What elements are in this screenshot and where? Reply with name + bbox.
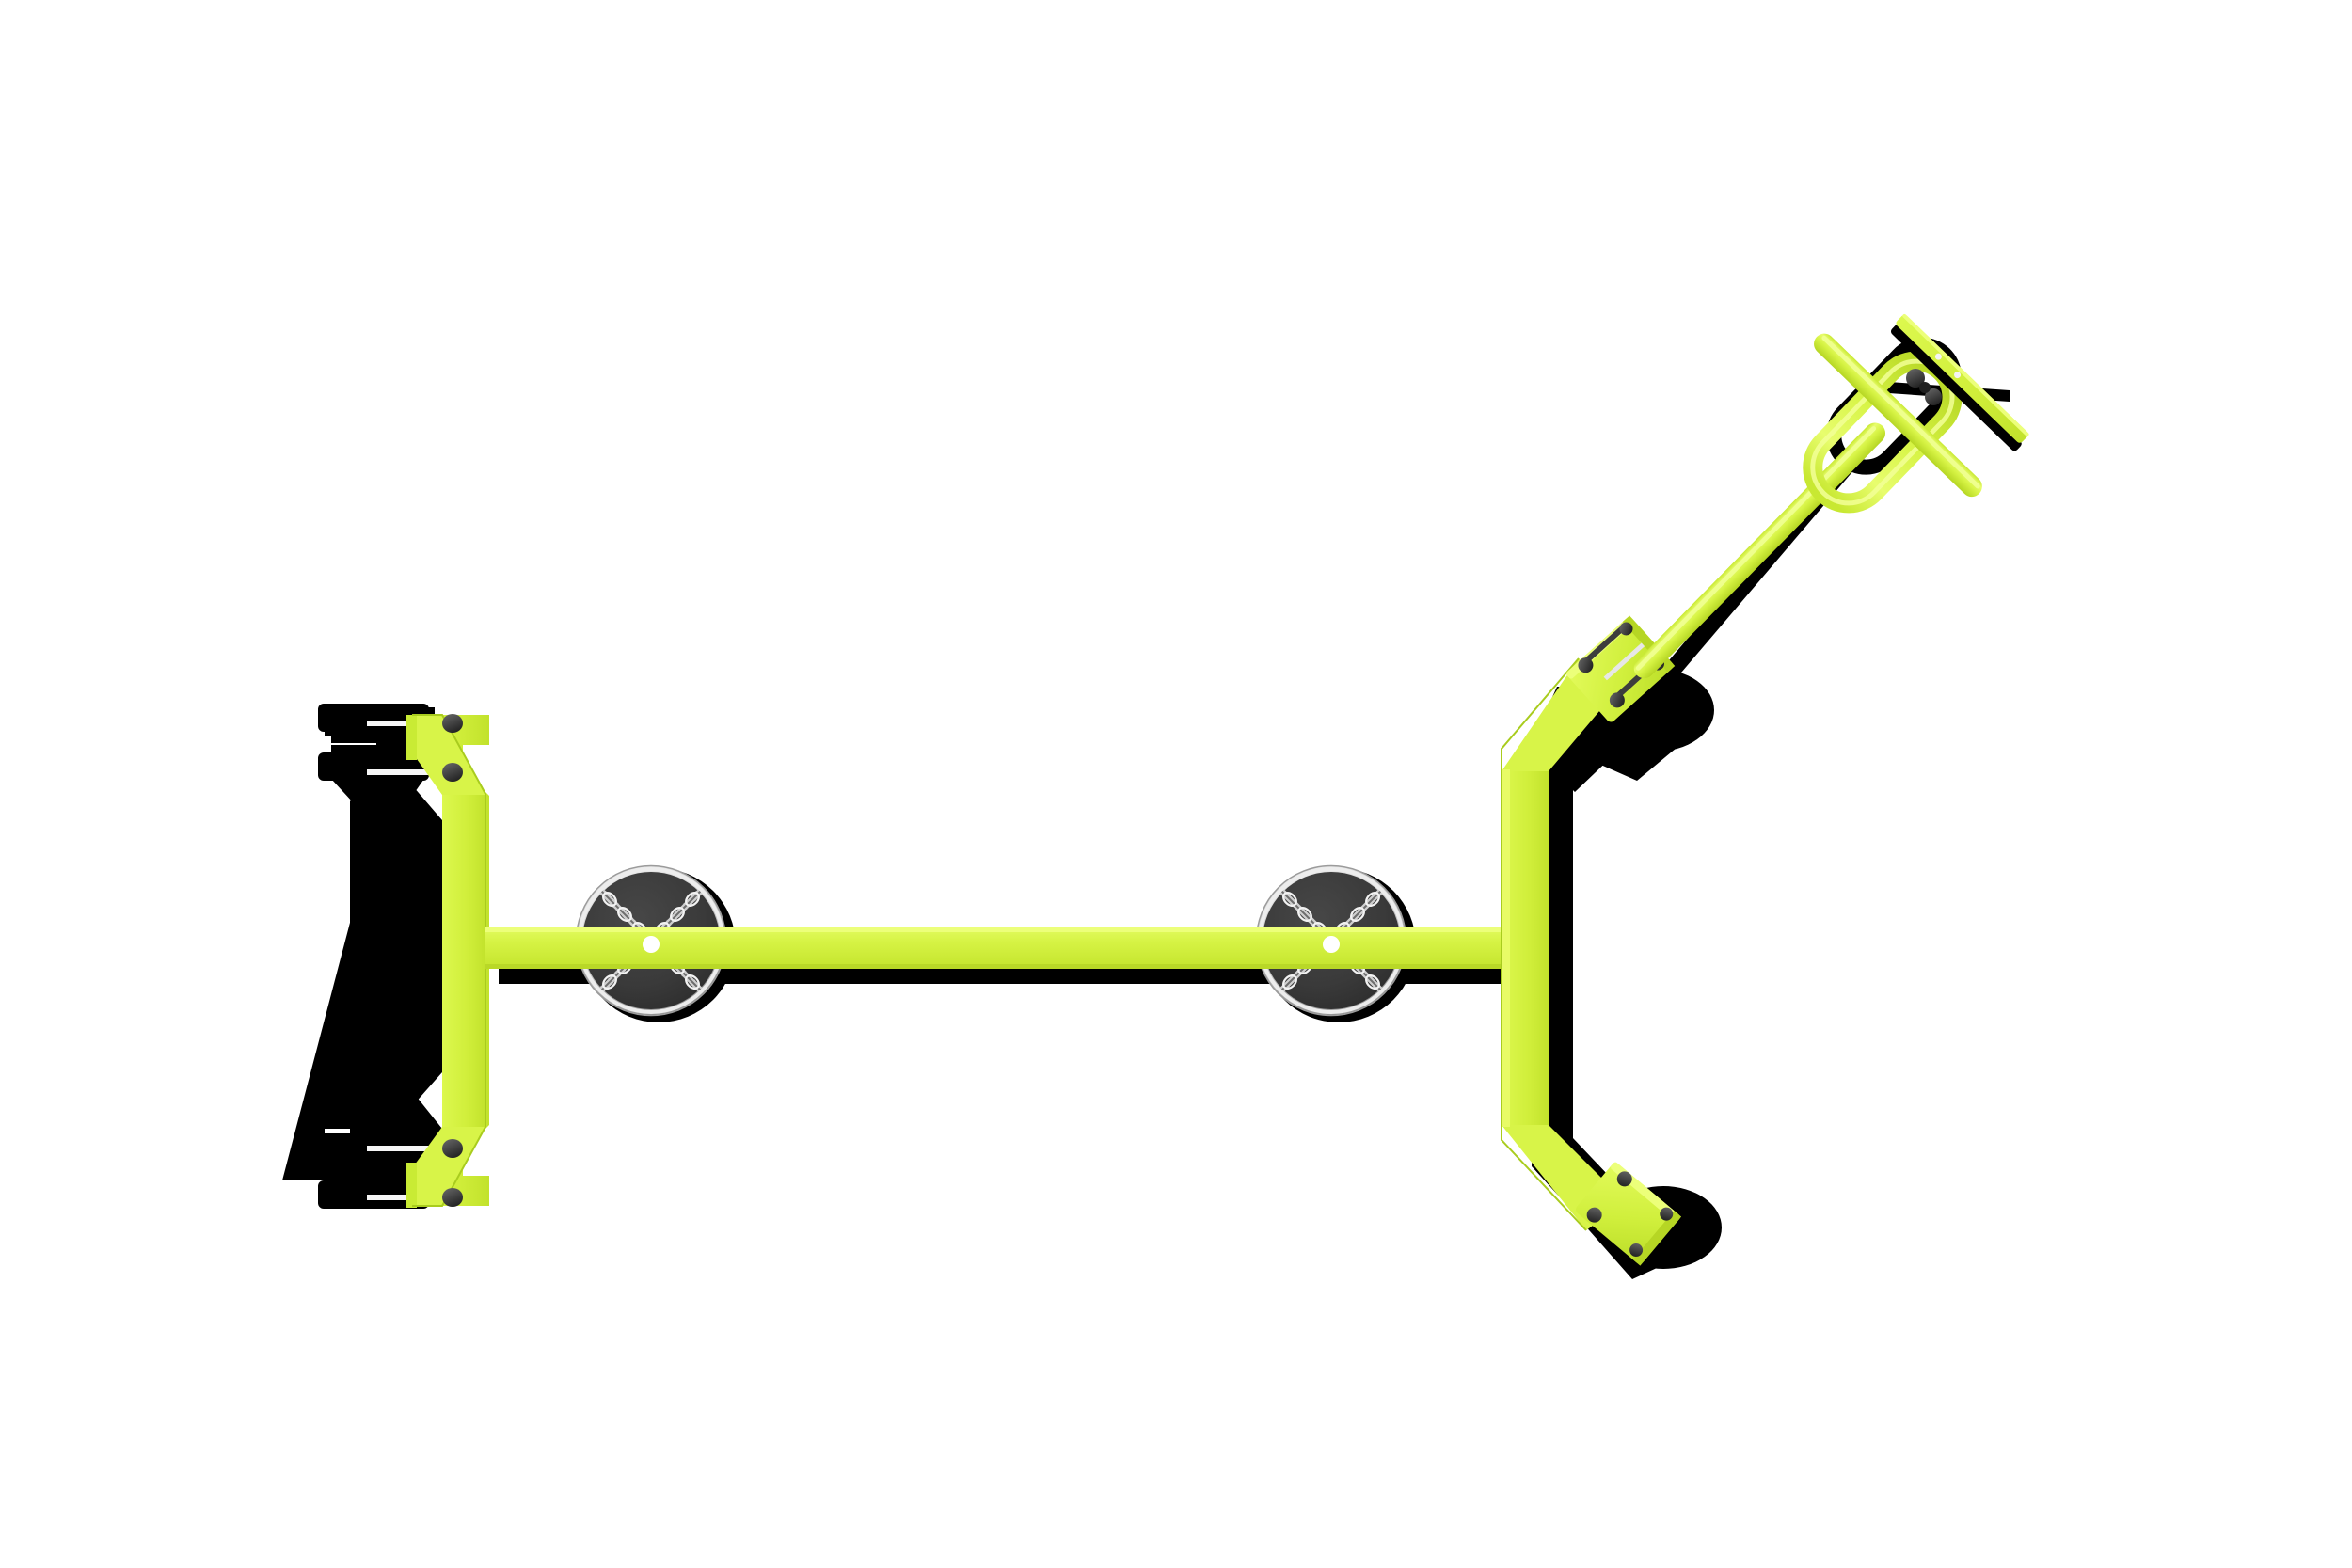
left-bolt-bottom-1[interactable] [442,1139,463,1158]
handle-crossbar-tube [1814,333,1982,498]
right-arm-spine-edge [1502,769,1510,1127]
left-bracket-edge-bottom [406,1163,417,1208]
clamp-bottom-bolt-1[interactable] [1614,1168,1636,1190]
clamp-bottom-bolt-4[interactable] [1627,1241,1645,1259]
handle-bolt-3[interactable] [1919,382,1931,393]
left-bracket-arm-bottom [412,1127,485,1206]
handle-loop-highlight [1810,358,1955,506]
handle-assembly[interactable] [1798,313,2031,518]
left-bracket-spine [442,795,485,1127]
handle-crossbar-highlight [1821,335,1980,489]
handle-plate-top-edge [1902,313,2029,436]
clamp-top-bolt-1[interactable] [1575,655,1597,676]
wheel-right-hub-dot [1323,936,1340,953]
clamp-bottom-side-face [1632,1211,1682,1266]
handle-bolt-2[interactable] [1925,388,1942,405]
handle-plate-hole-2 [1954,372,1962,379]
clamp-top-bolt-3[interactable] [1617,620,1636,639]
handle-plate-shadow [1890,324,2022,451]
left-bolt-bottom-2[interactable] [442,1188,463,1207]
clamp-top-bolt-2[interactable] [1607,689,1629,711]
right-arm[interactable] [1501,657,1626,1231]
clamp-bottom-bolt-3[interactable] [1657,1205,1676,1224]
shadow-left-mass [350,707,435,1206]
left-bracket-edge-top [406,715,417,760]
left-pin-shaft-top-2 [367,769,450,775]
crossbeam-front [485,927,1517,969]
clamp-bottom-bolt-2[interactable] [1583,1204,1605,1226]
clamp-bottom[interactable] [1574,1161,1682,1266]
handle-plate-hole-1 [1934,353,1942,360]
clamp-top-bolt-bar [1584,623,1629,663]
handle-plate-face [1896,314,2028,443]
left-bolt-top-2[interactable] [442,763,463,782]
right-arm-spine [1502,769,1549,1127]
wheel-left-hub-dot [643,936,660,953]
clamp-top-pin [1603,642,1645,681]
left-pin-shaft-bot-1 [367,1146,450,1151]
handle-bolt-1[interactable] [1906,369,1925,388]
right-arm-outline [1501,657,1587,1231]
left-bracket-arm-top [412,717,485,795]
left-bolt-top-1[interactable] [442,714,463,733]
left-bracket[interactable] [367,714,489,1208]
